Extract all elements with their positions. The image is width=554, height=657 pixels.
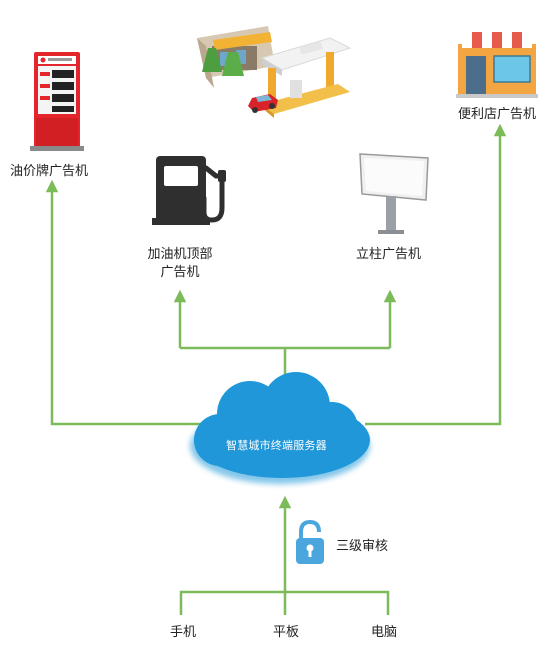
arrow-to-store (365, 123, 507, 426)
store-icon (456, 32, 538, 98)
arrow-to-price-board (45, 179, 225, 426)
pillar-label: 立柱广告机 (356, 247, 422, 262)
pump-top-label-line1: 加油机顶部 (147, 247, 213, 262)
client-phone-label: 手机 (170, 625, 197, 640)
fuel-pump-icon (152, 156, 226, 225)
server-label: 智慧城市终端服务器 (226, 439, 327, 452)
gas-station-icon (197, 26, 352, 118)
lock-icon (296, 519, 324, 564)
connector-lines (45, 123, 507, 615)
pump-top-label-line2: 广告机 (160, 265, 200, 280)
cloud-icon (190, 372, 370, 484)
price-board-icon (30, 52, 84, 151)
pump-top-label: 加油机顶部 广告机 (140, 246, 220, 282)
security-label: 三级审核 (336, 539, 389, 554)
client-pc-label: 电脑 (371, 625, 398, 640)
client-tablet-label: 平板 (273, 625, 300, 640)
store-label: 便利店广告机 (458, 107, 537, 122)
price-board-label: 油价牌广告机 (10, 164, 89, 179)
billboard-icon (359, 153, 429, 234)
